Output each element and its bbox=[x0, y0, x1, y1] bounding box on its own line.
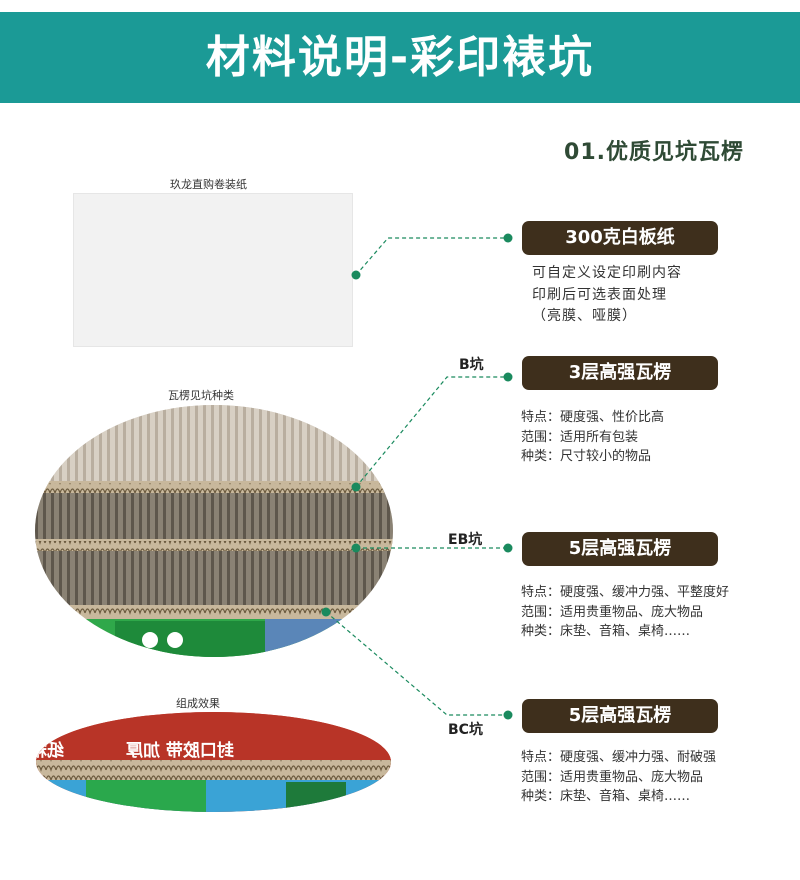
paper-image-label: 玖龙直购卷装纸 bbox=[170, 178, 247, 191]
card-desc-line: 种类：床垫、音箱、桌椅…… bbox=[521, 789, 691, 804]
card-desc-line: 种类：尺寸较小的物品 bbox=[521, 449, 652, 464]
card-title-5-layer-eb: 5层高强瓦楞 bbox=[522, 532, 718, 566]
header-banner: 材料说明-彩印裱坑 bbox=[0, 12, 800, 103]
card-title-5-layer-bc: 5层高强瓦楞 bbox=[522, 699, 718, 733]
card-title-whiteboard: 300克白板纸 bbox=[522, 221, 718, 255]
card-desc-line: 印刷后可选表面处理 bbox=[532, 286, 667, 303]
card-desc-line: 种类：床垫、音箱、桌椅…… bbox=[521, 624, 691, 639]
white-paper-image bbox=[73, 193, 353, 347]
page-title: 材料说明-彩印裱坑 bbox=[205, 32, 595, 83]
card-desc-line: 范围：适用贵重物品、庞大物品 bbox=[521, 604, 704, 620]
result-image-label: 组成效果 bbox=[176, 697, 220, 710]
tag-eb-flute: EB坑 bbox=[448, 532, 483, 548]
card-desc-3-layer: 特点：硬度强、性价比高 范围：适用所有包装 种类：尺寸较小的物品 bbox=[521, 408, 664, 467]
card-desc-5-layer-eb: 特点：硬度强、缓冲力强、平整度好 范围：适用贵重物品、庞大物品 种类：床垫、音箱… bbox=[521, 583, 729, 642]
card-desc-5-layer-bc: 特点：硬度强、缓冲力强、耐破强 范围：适用贵重物品、庞大物品 种类：床垫、音箱、… bbox=[521, 748, 716, 807]
card-desc-line: 可自定义设定印刷内容 bbox=[532, 265, 682, 281]
card-desc-line: 特点：硬度强、缓冲力强、耐破强 bbox=[521, 750, 717, 765]
card-desc-line: 范围：适用贵重物品、庞大物品 bbox=[521, 769, 704, 785]
tag-b-flute: B坑 bbox=[459, 357, 484, 373]
card-desc-line: 特点：硬度强、性价比高 bbox=[521, 410, 665, 425]
card-desc-line: （亮膜、哑膜） bbox=[532, 308, 637, 324]
card-title-3-layer: 3层高强瓦楞 bbox=[522, 356, 718, 390]
tag-bc-flute: BC坑 bbox=[448, 722, 483, 738]
card-desc-whiteboard: 可自定义设定印刷内容 印刷后可选表面处理 （亮膜、哑膜） bbox=[532, 263, 682, 328]
card-desc-line: 范围：适用所有包装 bbox=[521, 429, 639, 445]
card-desc-line: 特点：硬度强、缓冲力强、平整度好 bbox=[521, 585, 730, 600]
flute-image-label: 瓦楞见坑种类 bbox=[168, 389, 234, 402]
section-title: 01.优质见坑瓦楞 bbox=[564, 140, 744, 165]
